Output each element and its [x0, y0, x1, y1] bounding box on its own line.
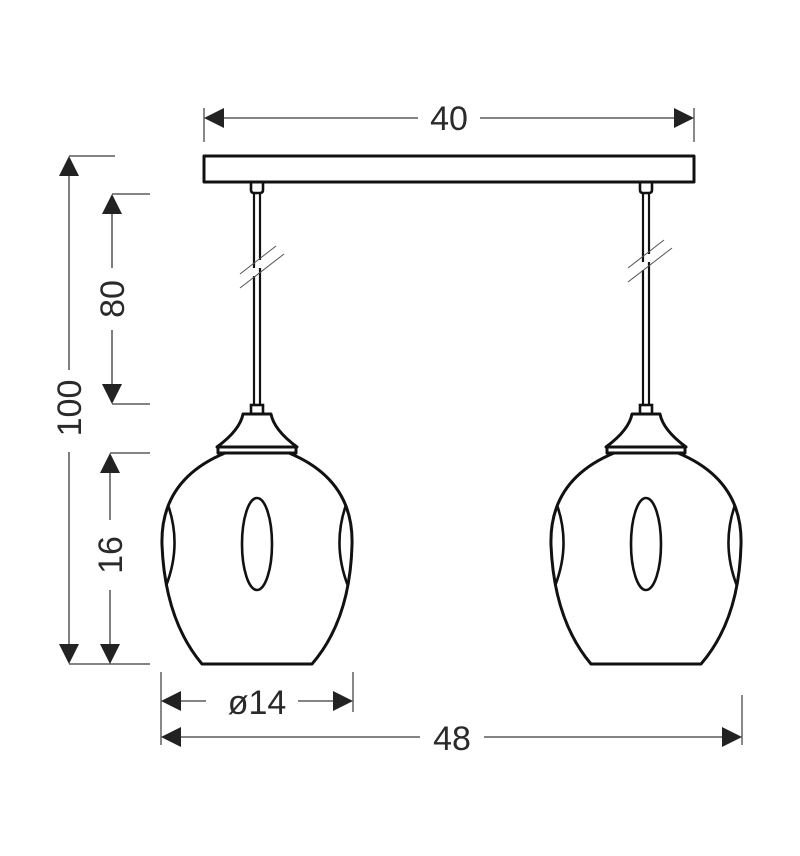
arrow-left-icon [161, 691, 181, 711]
dimple-left [553, 504, 565, 587]
arrow-down-icon [102, 384, 122, 404]
dimension-shade-height: 16 [92, 452, 150, 664]
shade-cap [604, 412, 688, 449]
label-cord-length: 80 [94, 280, 132, 318]
arrow-up-icon [59, 156, 79, 176]
dimple-left [164, 504, 176, 587]
arrow-left-icon [161, 727, 181, 747]
arrow-right-icon [722, 727, 742, 747]
dimension-total-height: 100 [51, 155, 150, 665]
glass-shade [160, 451, 354, 666]
dimension-cord-length: 80 [94, 193, 150, 405]
arrow-up-icon [100, 453, 120, 473]
pendant-right [549, 182, 743, 666]
arrow-up-icon [102, 194, 122, 214]
dimension-shade-diameter: ø14 [160, 672, 354, 745]
label-total-height: 100 [51, 380, 89, 437]
label-canopy-width: 40 [430, 100, 468, 138]
arrow-right-icon [333, 691, 353, 711]
cord-connector [638, 182, 654, 195]
pendant-left [160, 182, 354, 666]
dimple-right [338, 504, 350, 587]
label-total-width: 48 [433, 720, 471, 758]
arrow-down-icon [59, 644, 79, 664]
cord-connector [249, 182, 265, 195]
dimple-right [727, 504, 739, 587]
dimension-canopy-width: 40 [203, 100, 695, 142]
canopy-bar [202, 154, 696, 184]
break-mark [239, 245, 277, 275]
dimension-total-width: 48 [161, 695, 743, 758]
dimple-center [240, 496, 274, 592]
arrow-left-icon [204, 108, 224, 128]
glass-shade [549, 451, 743, 666]
break-mark [627, 239, 665, 269]
dimple-center [629, 496, 663, 592]
label-shade-height: 16 [92, 536, 130, 574]
shade-cap [215, 412, 299, 449]
arrow-down-icon [100, 644, 120, 664]
label-shade-diameter: ø14 [228, 684, 287, 722]
arrow-right-icon [674, 108, 694, 128]
